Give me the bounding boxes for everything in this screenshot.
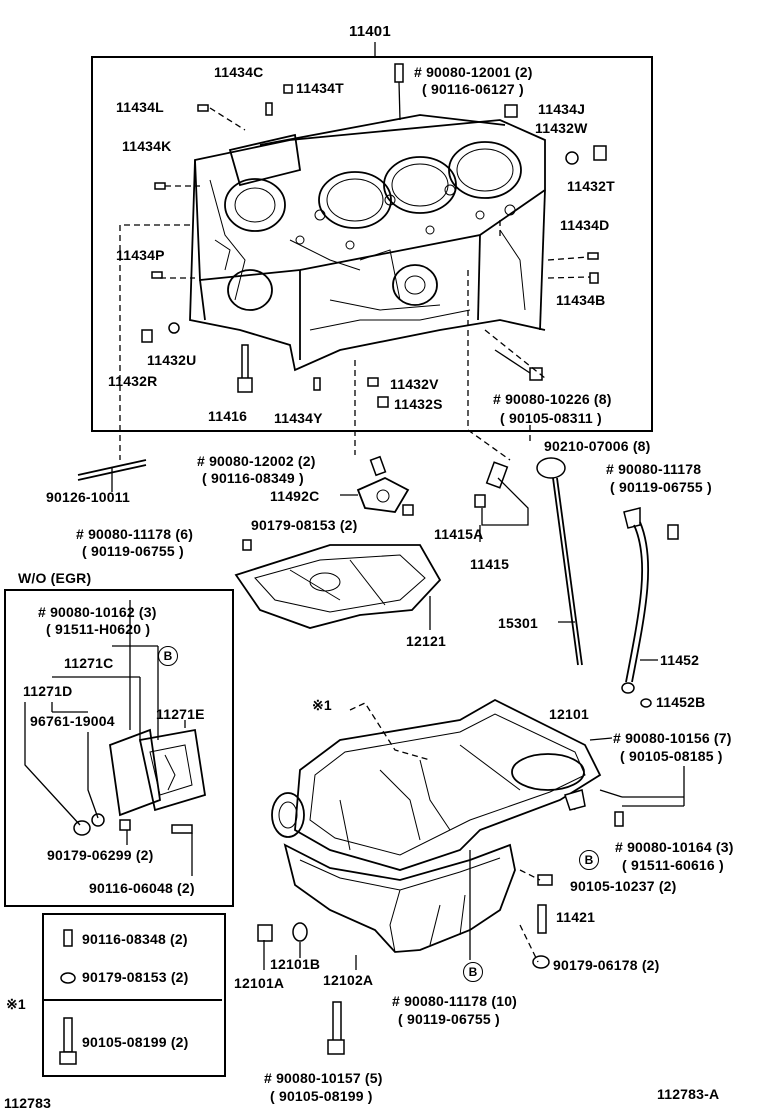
label-90179-08153: 90179-08153 (2) [251,517,358,533]
label-90080-10162: # 90080-10162 (3) [38,604,157,620]
egr-cover-drawing [24,600,207,876]
label-90105-08199-b: ( 90105-08199 ) [270,1088,373,1104]
label-11401: 11401 [349,23,391,40]
label-11434K: 11434K [122,138,172,154]
label-11432R: 11432R [108,373,158,389]
label-90116-06127: ( 90116-06127 ) [422,81,524,97]
label-90080-10156: # 90080-10156 (7) [613,730,732,746]
label-90080-10226: # 90080-10226 (8) [493,391,612,407]
label-90105-08311: ( 90105-08311 ) [500,410,602,426]
label-11415A: 11415A [434,526,484,542]
label-circle-b-2: B [463,962,483,982]
egr-box-title: W/O (EGR) [18,570,92,586]
block-small-parts [141,63,607,408]
egr-circle-b: B [158,646,178,666]
bracket-11492c [242,455,414,551]
label-12101A: 12101A [234,975,285,991]
label-90080-11178-a: # 90080-11178 [606,461,702,477]
label-90080-10164: # 90080-10164 (3) [615,839,734,855]
label-11271E: 11271E [156,706,205,722]
label-11432W: 11432W [535,120,588,136]
part-11415 [474,461,529,542]
label-112783: 112783 [4,1095,52,1111]
label-90080-12001: # 90080-12001 (2) [414,64,533,80]
label-11421: 11421 [556,909,596,925]
label-11434C: 11434C [214,64,264,80]
note-box [42,913,226,1077]
label-90119-06755-b: ( 90119-06755 ) [82,543,184,559]
label-11434P: 11434P [116,247,165,263]
label-11434L: 11434L [116,99,164,115]
dipstick-15301 [536,457,583,666]
label-90105-08199: 90105-08199 (2) [82,1034,189,1050]
label-90080-10157: # 90080-10157 (5) [264,1070,383,1086]
label-11434J: 11434J [538,101,586,117]
label-11452: 11452 [660,652,700,668]
label-11271C: 11271C [64,655,114,671]
label-90210-07006: 90210-07006 (8) [544,438,651,454]
oil-pan-12101 [271,698,685,871]
label-12102A: 12102A [323,972,374,988]
pin-90126 [77,459,147,492]
label-11416: 11416 [208,408,248,424]
label-90119-06755-c: ( 90119-06755 ) [398,1011,500,1027]
label-12101B: 12101B [270,956,321,972]
label-91511-H0620: ( 91511-H0620 ) [46,621,151,637]
label-11434D: 11434D [560,217,610,233]
label-11432T: 11432T [567,178,615,194]
label-11434Y: 11434Y [274,410,323,426]
egr-box [4,589,234,907]
label-90179-08153-note: 90179-08153 (2) [82,969,189,985]
label-11492C: 11492C [270,488,320,504]
label-11432S: 11432S [394,396,443,412]
cylinder-block-frame [91,56,653,432]
label-11271D: 11271D [23,683,73,699]
cylinder-block-drawing [189,114,546,372]
label-90105-10237: 90105-10237 (2) [570,878,677,894]
label-90179-06299: 90179-06299 (2) [47,847,154,863]
label-11434T: 11434T [296,80,344,96]
label-90126-10011: 90126-10011 [46,489,130,505]
label-11434B: 11434B [556,292,606,308]
label-15301: 15301 [498,615,538,631]
label-12121: 12121 [406,633,446,649]
label-90105-08185: ( 90105-08185 ) [620,748,723,764]
label-90116-08349: ( 90116-08349 ) [202,470,304,486]
dipstick-guide-11452 [621,507,679,708]
lower-oil-pan-12102a [283,843,516,970]
label-90116-06048: 90116-06048 (2) [89,880,195,896]
label-90119-06755-a: ( 90119-06755 ) [610,479,712,495]
label-12101: 12101 [549,706,589,722]
label-112783-A: 112783-A [657,1086,720,1102]
note-box-mark: ※1 [6,996,26,1012]
drain-plug [257,922,308,970]
label-11432V: 11432V [390,376,439,392]
label-11452B: 11452B [656,694,706,710]
dashed-leaders [119,107,591,761]
label-91511-60616: ( 91511-60616 ) [622,857,724,873]
label-90179-06178: 90179-06178 (2) [553,957,660,973]
label-90080-11178-c: # 90080-11178 (10) [392,993,518,1009]
label-mark1: ※1 [312,697,332,713]
baffle-plate-12121 [234,544,442,630]
note-box-drawing [44,929,222,1065]
label-11432U: 11432U [147,352,197,368]
label-90080-11178-b: # 90080-11178 (6) [76,526,194,542]
label-96761-19004: 96761-19004 [30,713,115,729]
pan-bolts [327,811,624,1055]
label-90080-12002: # 90080-12002 (2) [197,453,316,469]
label-90116-08348: 90116-08348 (2) [82,931,188,947]
label-11415: 11415 [470,556,510,572]
label-circle-b-1: B [579,850,599,870]
